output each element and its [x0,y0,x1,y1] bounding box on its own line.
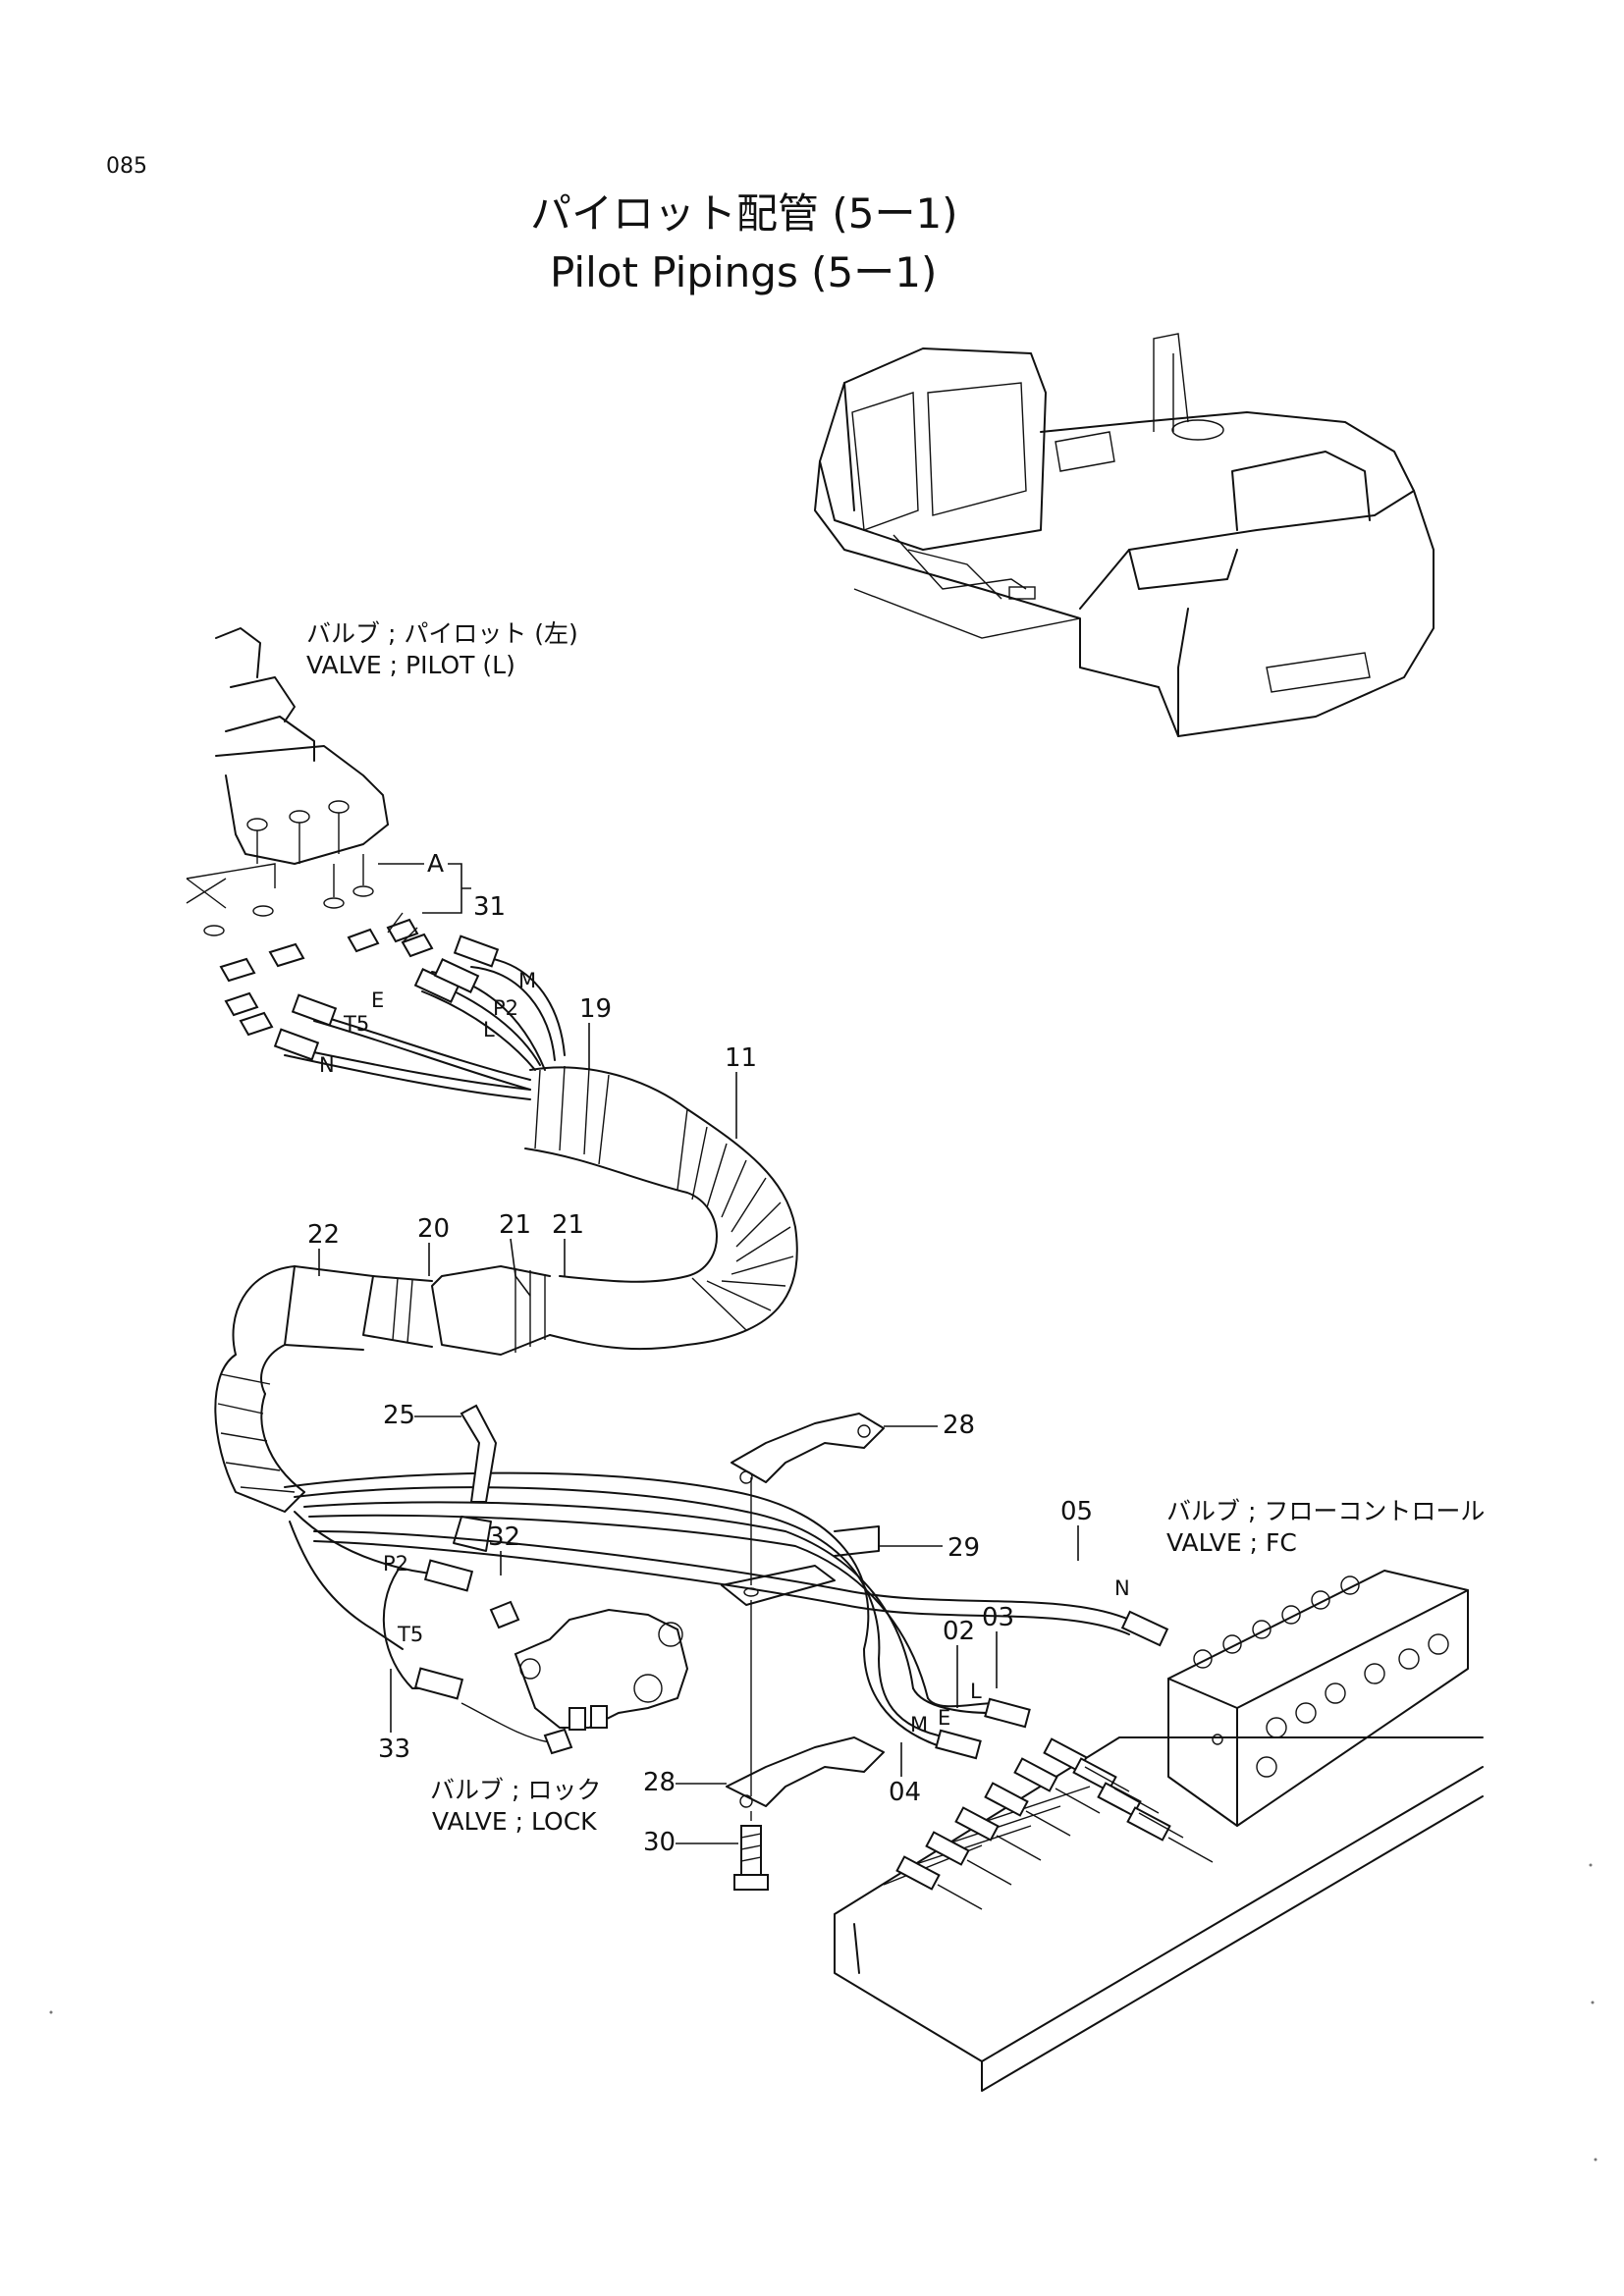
clamp-bracket-drawing [721,1413,885,1891]
callout-31: 31 [473,892,506,922]
valve-fc-jp-label: バルブ ; フローコントロール [1166,1497,1485,1525]
fc-valve-drawing [834,1570,1484,2092]
callout-11: 11 [725,1043,757,1073]
callout-03: 03 [982,1603,1014,1632]
port-E-lower-label: E [938,1706,950,1730]
valve-pilot-left-en-label: VALVE ; PILOT (L) [306,651,515,679]
port-N-upper-label: N [319,1053,335,1077]
callout-29: 29 [947,1533,980,1563]
valve-lock-en-label: VALVE ; LOCK [432,1807,597,1836]
callout-28a: 28 [943,1411,975,1440]
port-M-upper-label: M [518,969,536,992]
hoses-to-fc-drawing [284,1471,1169,1760]
page-number: 085 [106,154,147,179]
callout-32: 32 [488,1522,520,1552]
callout-21a: 21 [499,1210,531,1240]
callout-28b: 28 [643,1768,676,1797]
port-M-lower-label: M [910,1713,928,1736]
callout-04: 04 [889,1778,921,1807]
callout-22: 22 [307,1220,340,1250]
callout-20: 20 [417,1214,450,1244]
port-L-upper-label: L [483,1018,495,1041]
port-T5-lower-label: T5 [397,1623,423,1646]
callout-21b: 21 [552,1210,584,1240]
callout-33: 33 [378,1735,410,1764]
pilot-hoses-drawing [273,934,566,1100]
valve-pilot-left-jp-label: バルブ ; パイロット (左) [306,619,578,648]
valve-fc-en-label: VALVE ; FC [1166,1528,1297,1557]
lock-valve-drawing [289,1511,689,1755]
title-english: Pilot Pipings (5ー1) [550,248,937,296]
title-japanese: パイロット配管 (5ー1) [530,189,958,238]
callout-30: 30 [643,1828,676,1857]
scan-specks [49,1863,1597,2162]
pilot-fittings-drawing [219,912,434,1037]
port-N-lower-label: N [1114,1576,1130,1600]
port-P2-lower-label: P2 [383,1552,408,1575]
port-L-lower-label: L [970,1680,982,1703]
pilot-valve-left-drawing [186,627,389,936]
corrugated-tube-drawing [214,1065,798,1513]
valve-lock-jp-label: バルブ ; ロック [430,1776,601,1804]
excavator-overview-drawing [814,333,1435,737]
port-E-upper-label: E [371,988,384,1012]
port-A-label: A [427,849,444,878]
clip-25-drawing [460,1404,498,1503]
callout-25: 25 [383,1401,415,1430]
callout-19: 19 [579,994,612,1024]
port-T5-upper-label: T5 [343,1012,369,1036]
callout-02: 02 [943,1617,975,1646]
port-P2-upper-label: P2 [493,996,518,1020]
callout-05: 05 [1060,1497,1093,1526]
